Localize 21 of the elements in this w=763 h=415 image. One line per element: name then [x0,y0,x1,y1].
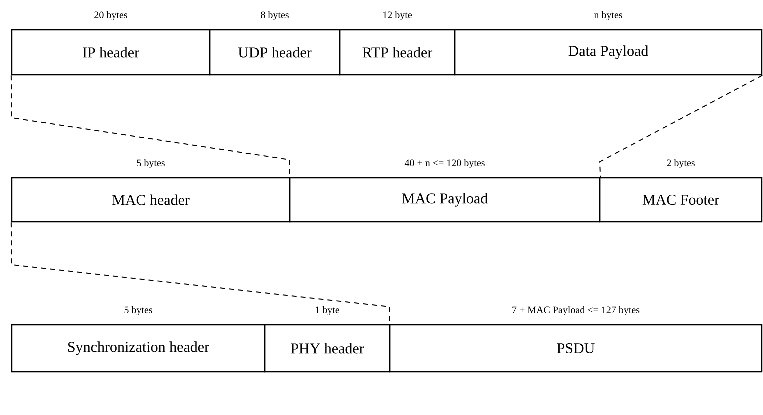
size-label: 20 bytes [94,11,128,21]
size-label: 7 + MAC Payload <= 127 bytes [512,306,640,316]
size-label: 40 + n <= 120 bytes [404,159,485,169]
field-box: Data Payload [454,29,763,76]
field-box: PHY header [264,324,391,373]
field-box: UDP header [209,29,341,76]
dashed-connector [600,75,763,178]
size-label: 5 bytes [137,159,165,169]
size-label: 5 bytes [124,306,152,316]
field-box: MAC Footer [599,177,763,223]
size-label: n bytes [594,11,622,21]
size-label: 2 bytes [667,159,695,169]
field-box: RTP header [339,29,456,76]
size-label: 12 byte [384,11,412,21]
field-box: MAC header [11,177,291,223]
field-box: PSDU [389,324,763,373]
size-label: 8 bytes [261,11,289,21]
size-label: 1 byte [316,306,340,316]
field-box: Synchronization header [11,324,266,373]
field-box: MAC Payload [289,177,601,223]
field-box: IP header [11,29,211,76]
